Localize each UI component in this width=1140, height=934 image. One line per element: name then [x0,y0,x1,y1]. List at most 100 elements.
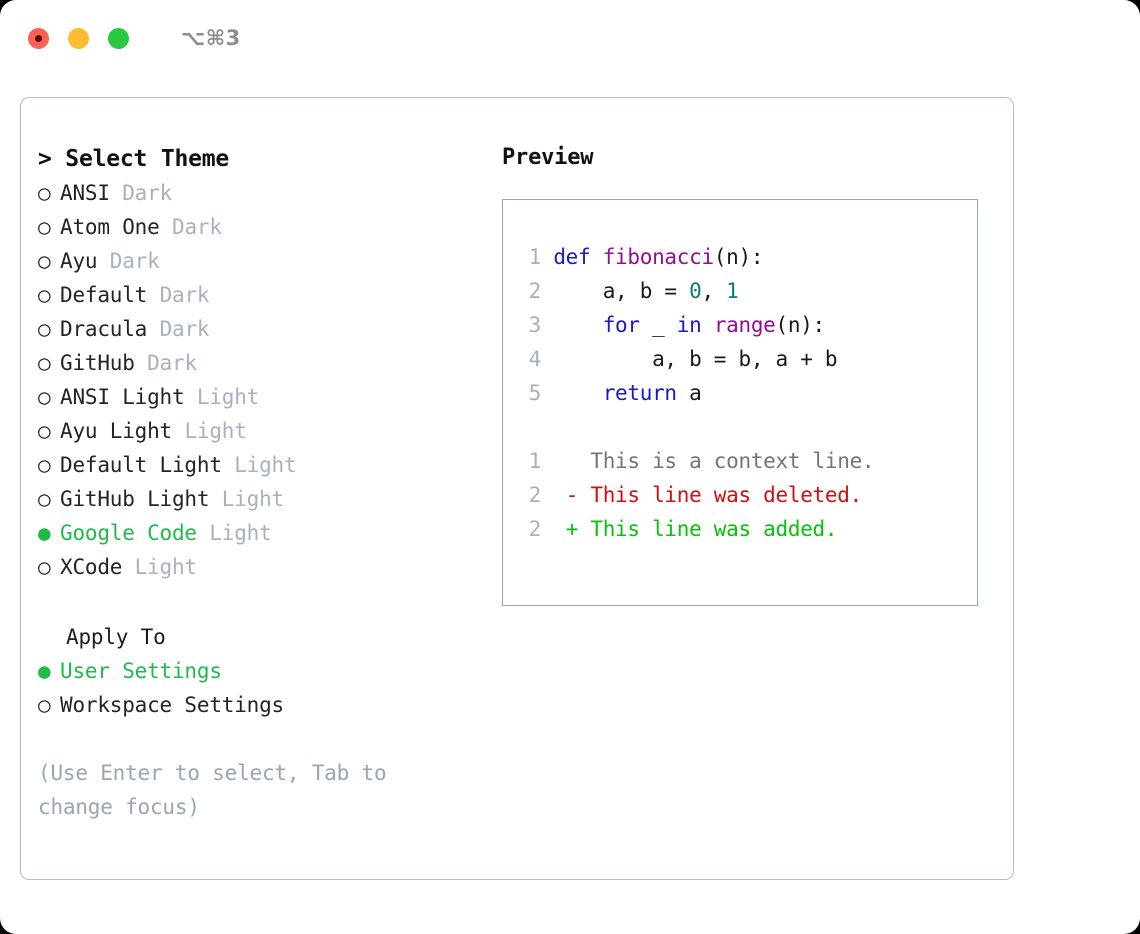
diff-text: This is a context line. [590,449,875,473]
line-number: 4 [528,347,542,371]
theme-option-github[interactable]: ○ GitHub Dark [38,346,478,380]
theme-option-label: Ayu [60,249,98,273]
keyboard-shortcut-label: ⌥⌘3 [181,26,241,50]
radio-unselected-icon: ○ [38,487,51,511]
apply-to-option-user-settings[interactable]: ● User Settings [38,654,478,688]
line-number: 1 [528,449,542,473]
code-token: a, b = [553,279,690,303]
theme-variant-tag: Light [209,521,272,545]
line-number: 5 [528,381,542,405]
code-line: 1 def fibonacci(n): [517,240,977,274]
radio-unselected-icon: ○ [38,215,51,239]
theme-variant-tag: Dark [109,249,160,273]
theme-option-label: GitHub Light [60,487,210,511]
code-token: 1 [726,279,739,303]
radio-unselected-icon: ○ [38,693,51,717]
theme-variant-tag: Dark [122,181,173,205]
line-number: 2 [528,483,542,507]
theme-variant-tag: Light [134,555,197,579]
code-line: 5 return a [517,376,977,410]
code-token: (n): [775,313,826,337]
theme-variant-tag: Dark [159,317,210,341]
theme-option-ayu-light[interactable]: ○Ayu Light Light [38,414,478,448]
code-token: return [602,381,677,405]
theme-variant-tag: Dark [172,215,222,239]
radio-unselected-icon: ○ [38,181,51,205]
theme-option-list: ○ANSI Dark○Atom One Dark○Ayu Dark○Defaul… [38,176,478,584]
diff-line-del: 2 - This line was deleted. [517,478,977,512]
code-token: fibonacci [602,245,714,269]
theme-variant-tag: Dark [147,351,197,375]
theme-option-xcode[interactable]: ○ XCode Light [38,550,478,584]
code-line: 2 a, b = 0, 1 [517,274,977,308]
radio-selected-icon: ● [38,521,51,545]
line-number: 1 [528,245,542,269]
radio-unselected-icon: ○ [38,385,51,409]
code-token: a, b = b, a + b [553,347,838,371]
code-token: a [676,381,702,405]
theme-variant-tag: Dark [159,283,210,307]
radio-selected-icon: ● [38,659,51,683]
theme-variant-tag: Light [234,453,297,477]
radio-unselected-icon: ○ [38,317,51,341]
line-number: 2 [528,279,542,303]
code-token: 0 [689,279,702,303]
code-token [553,381,602,405]
apply-to-option-workspace-settings[interactable]: ○ Workspace Settings [38,688,478,722]
apply-to-option-list: ● User Settings ○ Workspace Settings [38,654,478,722]
code-token: (n): [713,245,764,269]
main-panel: > Select Theme ○ANSI Dark○Atom One Dark○… [20,97,1014,880]
minimize-button-icon[interactable] [68,27,89,49]
close-button-icon[interactable] [28,27,49,49]
keyboard-hint-text: (Use Enter to select, Tab to change focu… [38,761,387,819]
theme-option-ayu[interactable]: ○ Ayu Dark [38,244,478,278]
radio-unselected-icon: ○ [38,283,51,307]
theme-option-label: Dracula [60,317,148,341]
code-token: _ [639,313,677,337]
theme-option-label: GitHub [60,351,135,375]
code-token [553,313,602,337]
diff-text: This line was deleted. [590,483,862,507]
theme-option-default-light[interactable]: ○Default Light Light [38,448,478,482]
diff-text: This line was added. [590,517,838,541]
theme-option-default[interactable]: ○Default Dark [38,278,478,312]
title-bar: ⌥⌘3 [0,0,1140,76]
theme-option-label: ANSI [60,181,110,205]
radio-unselected-icon: ○ [38,555,51,579]
code-line: 4 a, b = b, a + b [517,342,977,376]
radio-unselected-icon: ○ [38,249,51,273]
preview-column: Preview 1 def fibonacci(n):2 a, b = 0, 1… [502,142,992,606]
theme-option-label: XCode [60,555,123,579]
theme-option-label: ANSI Light [60,385,185,409]
preview-title: Preview [502,145,594,170]
code-token [701,313,713,337]
diff-marker: + [565,517,591,541]
radio-unselected-icon: ○ [38,453,51,477]
traffic-light-buttons [28,27,129,49]
line-number: 2 [528,517,542,541]
theme-variant-tag: Light [196,385,260,409]
theme-option-ansi[interactable]: ○ ANSI Dark [38,176,478,210]
section-spacer [38,584,478,620]
diff-line-add: 2 + This line was added. [517,512,977,546]
apply-to-option-label: User Settings [60,659,222,683]
theme-option-label: Atom One [60,215,160,239]
theme-option-atom-one[interactable]: ○ Atom One Dark [38,210,478,244]
code-token: in [676,313,702,337]
theme-option-github-light[interactable]: ○ GitHub Light Light [38,482,478,516]
radio-unselected-icon: ○ [38,419,51,443]
apply-to-option-label: Workspace Settings [60,693,284,717]
theme-option-ansi-light[interactable]: ○ ANSI Light Light [38,380,478,414]
apply-to-heading: Apply To [66,625,166,649]
code-line: 3 for _ in range(n): [517,308,977,342]
radio-unselected-icon: ○ [38,351,51,375]
theme-option-google-code[interactable]: ●Google Code Light [38,516,478,550]
maximize-button-icon[interactable] [108,27,129,49]
theme-variant-tag: Light [221,487,284,511]
diff-line-ctx: 1 This is a context line. [517,444,977,478]
theme-option-dracula[interactable]: ○ Dracula Dark [38,312,478,346]
line-number: 3 [528,313,542,337]
theme-picker-column: > Select Theme ○ANSI Dark○Atom One Dark○… [38,142,478,824]
